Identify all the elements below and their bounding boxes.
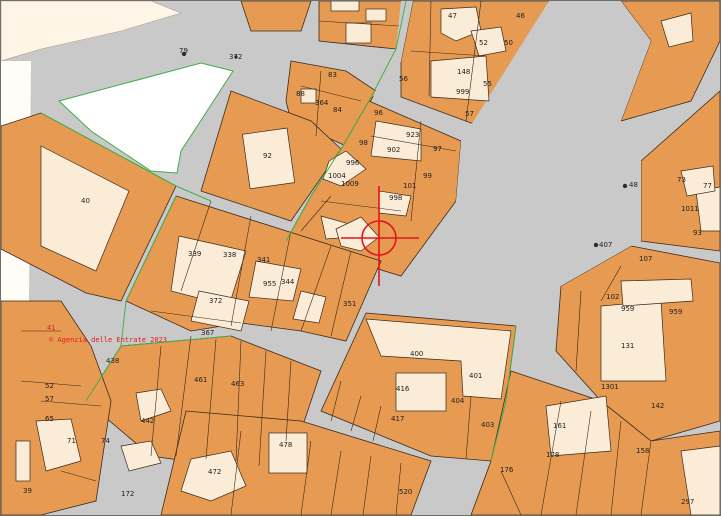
parcel-label: 93 (693, 229, 702, 237)
parcel-label: 959 (621, 305, 634, 313)
parcel-label: 1011 (681, 205, 699, 213)
parcel-label: 372 (209, 297, 222, 305)
parcel-label: 401 (469, 372, 482, 380)
parcel-label: 83 (328, 71, 337, 79)
parcel-label: 461 (194, 376, 207, 384)
parcel-label: 297 (681, 498, 694, 506)
parcel-label: 39 (23, 487, 32, 495)
parcel-label: 959 (669, 308, 682, 316)
parcel-label: 71 (67, 437, 76, 445)
point-label: 372 (229, 53, 242, 61)
copyright-notice: © Agenzia delle Entrate 2023 (49, 336, 167, 344)
parcel-label: 98 (359, 139, 368, 147)
parcel-label: 52 (45, 382, 54, 390)
parcel-label: 131 (621, 342, 634, 350)
parcel-label: 57 (45, 395, 54, 403)
point-label: 48 (629, 181, 638, 189)
parcel-label: 367 (201, 329, 214, 337)
parcel-label: 472 (208, 468, 221, 476)
parcel-label: 46 (516, 12, 525, 20)
parcel-label: 338 (223, 251, 236, 259)
parcel-label: 923 (406, 131, 419, 139)
parcel-label: 84 (333, 106, 342, 114)
parcel-label: 55 (483, 80, 492, 88)
parcel-label: 998 (389, 194, 402, 202)
parcel-label: 99 (423, 172, 432, 180)
parcel-label: 97 (433, 145, 442, 153)
parcel-label: 1301 (601, 383, 619, 391)
parcel-label: 1004 (328, 172, 346, 180)
parcel-label: 955 (263, 280, 276, 288)
sheet-boundary (40, 1, 517, 462)
park-area (58, 62, 234, 174)
parcel-label: 107 (639, 255, 652, 263)
parcel-label: 56 (399, 75, 408, 83)
parcel-label: 142 (651, 402, 664, 410)
parcel-label: 50 (504, 39, 513, 47)
parcel-label: 416 (396, 385, 410, 393)
parcel-label: 339 (188, 250, 201, 258)
parcel-label: 351 (343, 300, 356, 308)
parcel-label: 404 (451, 397, 465, 405)
parcel-label: 341 (257, 256, 270, 264)
buildings (15, 1, 720, 515)
point-labels: 79 372 48 407 (179, 47, 638, 249)
parcel-label: 88 (296, 90, 305, 98)
sheet-number: 41 (47, 324, 55, 332)
parcel-label: 463 (231, 380, 244, 388)
parcel-label: 999 (456, 88, 469, 96)
parcel-label: 400 (410, 350, 423, 358)
parcel-label: 57 (465, 110, 474, 118)
parcel-label: 178 (546, 451, 559, 459)
parcel-label: 176 (500, 466, 514, 474)
parcel-label: 47 (448, 12, 457, 20)
parcel-labels: 47 46 52 50 148 55 999 56 57 83 88 364 84 92 96 923 98 90… (23, 12, 712, 506)
parcel-label: 52 (479, 39, 488, 47)
parcel-label: 1009 (341, 180, 359, 188)
parcel-label: 442 (141, 417, 154, 425)
point-label: 79 (179, 47, 188, 55)
parcel-label: 478 (279, 441, 292, 449)
parcel-label: 417 (391, 415, 404, 423)
streets-overlay (373, 1, 651, 326)
parcel-label: 92 (263, 152, 272, 160)
parcel-label: 102 (606, 293, 619, 301)
location-crosshair (341, 186, 419, 286)
parcel-label: 158 (636, 447, 649, 455)
parcel-label: 101 (403, 182, 416, 190)
parcel-label: 73 (677, 176, 686, 184)
parcel-label: 520 (399, 488, 412, 496)
parcel-label: 902 (387, 146, 400, 154)
point-label: 407 (599, 241, 612, 249)
parcel-label: 403 (481, 421, 494, 429)
parcel-label: 77 (703, 182, 712, 190)
point-markers (181, 51, 628, 248)
parcel-label: 65 (45, 415, 54, 423)
parcel-label: 438 (106, 357, 119, 365)
parcel-label: 172 (121, 490, 134, 498)
parcel-subdivisions (20, 1, 652, 515)
parcel-label: 996 (346, 159, 360, 167)
parcel-label: 96 (374, 109, 383, 117)
parcel-label: 40 (81, 197, 90, 205)
parcel-label: 364 (315, 99, 329, 107)
parcel-label: 344 (281, 278, 295, 286)
parcel-label: 74 (101, 437, 110, 445)
parcel-label: 161 (553, 422, 566, 430)
parcel-label: 148 (457, 68, 470, 76)
